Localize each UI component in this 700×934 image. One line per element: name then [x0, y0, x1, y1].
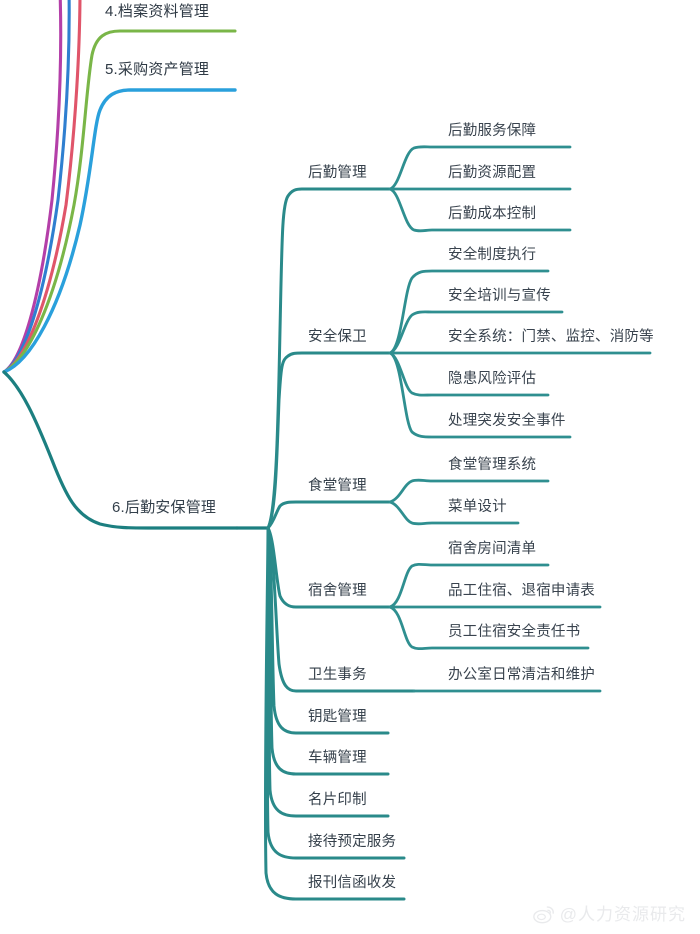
branch-node-key-management[interactable]: 钥匙管理	[308, 710, 367, 725]
branch-label: 接待预定服务	[308, 834, 397, 850]
watermark-text: @人力资源研究	[559, 905, 686, 924]
leaf-node-security-systems[interactable]: 安全系统：门禁、监控、消防等	[448, 330, 654, 345]
leaf-node-logistics-cost[interactable]: 后勤成本控制	[448, 207, 536, 222]
branch-node-vehicle-management[interactable]: 车辆管理	[308, 751, 367, 766]
leaf-node-security-training[interactable]: 安全培训与宣传	[448, 289, 551, 304]
edge-root-to-b2	[266, 351, 392, 530]
edge-cut-purple	[2, 0, 63, 374]
edge-sibling-5	[2, 88, 237, 374]
edge-root-to-b7	[266, 526, 390, 776]
sibling-topic-4[interactable]: 4.档案资料管理	[105, 4, 209, 19]
branch-node-business-card-printing[interactable]: 名片印制	[308, 793, 367, 808]
sibling-topic-5-label: 5.采购资产管理	[105, 61, 210, 78]
sibling-topic-5[interactable]: 5.采购资产管理	[105, 62, 209, 77]
branch-label: 车辆管理	[308, 750, 367, 766]
leaf-label: 员工住宿安全责任书	[448, 624, 581, 640]
branch-node-reception-booking-service[interactable]: 接待预定服务	[308, 835, 396, 850]
branch-label: 后勤管理	[308, 165, 367, 181]
leaf-label: 食堂管理系统	[448, 457, 537, 473]
leaf-label: 后勤服务保障	[448, 123, 537, 139]
edge-root-to-b6	[266, 526, 390, 735]
branch-label: 宿舍管理	[308, 583, 367, 599]
leaf-node-hazard-risk-assessment[interactable]: 隐患风险评估	[448, 372, 536, 387]
leaf-label: 后勤成本控制	[448, 206, 537, 222]
leaf-label: 办公室日常清洁和维护	[448, 667, 595, 683]
leaf-node-dorm-room-list[interactable]: 宿舍房间清单	[448, 542, 536, 557]
leaf-label: 处理突发安全事件	[448, 413, 566, 429]
leaf-node-logistics-service[interactable]: 后勤服务保障	[448, 124, 536, 139]
branch-label: 钥匙管理	[308, 709, 367, 725]
branch-label: 食堂管理	[308, 478, 367, 494]
leaf-node-security-policy-execution[interactable]: 安全制度执行	[448, 248, 536, 263]
leaf-node-menu-design[interactable]: 菜单设计	[448, 500, 507, 515]
leaf-node-emergency-handling[interactable]: 处理突发安全事件	[448, 414, 566, 429]
branch-label: 安全保卫	[308, 329, 367, 345]
edge-cut-red	[2, 0, 82, 374]
leaf-label: 安全培训与宣传	[448, 288, 551, 304]
leaf-label: 安全系统：门禁、监控、消防等	[448, 329, 654, 345]
edge-root-to-b3	[266, 500, 392, 530]
branch-node-security-guard[interactable]: 安全保卫	[308, 330, 367, 345]
branch-label: 报刊信函收发	[308, 875, 397, 891]
edge-cut-blue	[2, 0, 71, 374]
root-topic-label: 6.后勤安保管理	[112, 499, 217, 516]
branch-node-mail-and-periodicals[interactable]: 报刊信函收发	[308, 876, 396, 891]
leaf-label: 安全制度执行	[448, 247, 537, 263]
leaf-node-office-daily-cleaning[interactable]: 办公室日常清洁和维护	[448, 668, 595, 683]
leaf-label: 后勤资源配置	[448, 165, 537, 181]
edge-sibling-4	[2, 29, 237, 374]
leaf-label: 隐患风险评估	[448, 371, 537, 387]
branch-node-logistics-management[interactable]: 后勤管理	[308, 166, 367, 181]
branch-node-sanitation-affairs[interactable]: 卫生事务	[308, 668, 367, 683]
leaf-label: 品工住宿、退宿申请表	[448, 583, 595, 599]
watermark: @人力资源研究	[532, 905, 686, 924]
leaf-node-canteen-system[interactable]: 食堂管理系统	[448, 458, 536, 473]
leaf-node-logistics-resource[interactable]: 后勤资源配置	[448, 166, 536, 181]
edge-root-to-b9	[265, 526, 406, 860]
branch-node-canteen-management[interactable]: 食堂管理	[308, 479, 367, 494]
branch-label: 名片印制	[308, 792, 367, 808]
branch-label: 卫生事务	[308, 667, 367, 683]
root-topic[interactable]: 6.后勤安保管理	[112, 500, 216, 515]
leaf-node-dorm-checkin-checkout-form[interactable]: 品工住宿、退宿申请表	[448, 584, 595, 599]
branch-node-dormitory-management[interactable]: 宿舍管理	[308, 584, 367, 599]
leaf-node-dorm-safety-agreement[interactable]: 员工住宿安全责任书	[448, 625, 580, 640]
leaf-label: 宿舍房间清单	[448, 541, 537, 557]
leaf-label: 菜单设计	[448, 499, 507, 515]
weibo-icon	[532, 906, 554, 924]
sibling-topic-4-label: 4.档案资料管理	[105, 3, 210, 20]
